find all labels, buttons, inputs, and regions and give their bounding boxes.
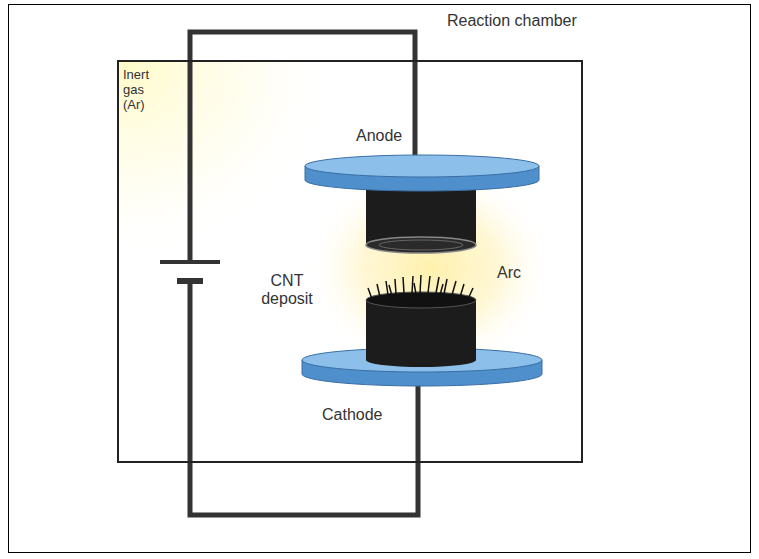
cathode-rod bbox=[366, 300, 476, 360]
battery-symbol bbox=[177, 278, 203, 284]
anode-plate bbox=[305, 155, 539, 177]
part-label: Cathode bbox=[322, 406, 383, 424]
anode-rod bbox=[379, 240, 463, 250]
cnt-deposit bbox=[368, 275, 473, 299]
cathode-rod bbox=[366, 353, 476, 367]
anode-rod bbox=[366, 237, 476, 253]
frame bbox=[9, 5, 751, 553]
gas-label: Inert gas (Ar) bbox=[123, 68, 165, 113]
chamber-title: Reaction chamber bbox=[447, 12, 577, 30]
part-label: Anode bbox=[356, 127, 402, 145]
part-label: Arc bbox=[497, 264, 521, 282]
reaction-chamber: Reaction chamber bbox=[117, 60, 583, 463]
arc-glow bbox=[305, 163, 555, 373]
gas-glow bbox=[119, 62, 339, 262]
part-label: CNT deposit bbox=[250, 272, 324, 309]
battery-symbol bbox=[160, 260, 220, 264]
cnt-deposit bbox=[366, 292, 476, 308]
